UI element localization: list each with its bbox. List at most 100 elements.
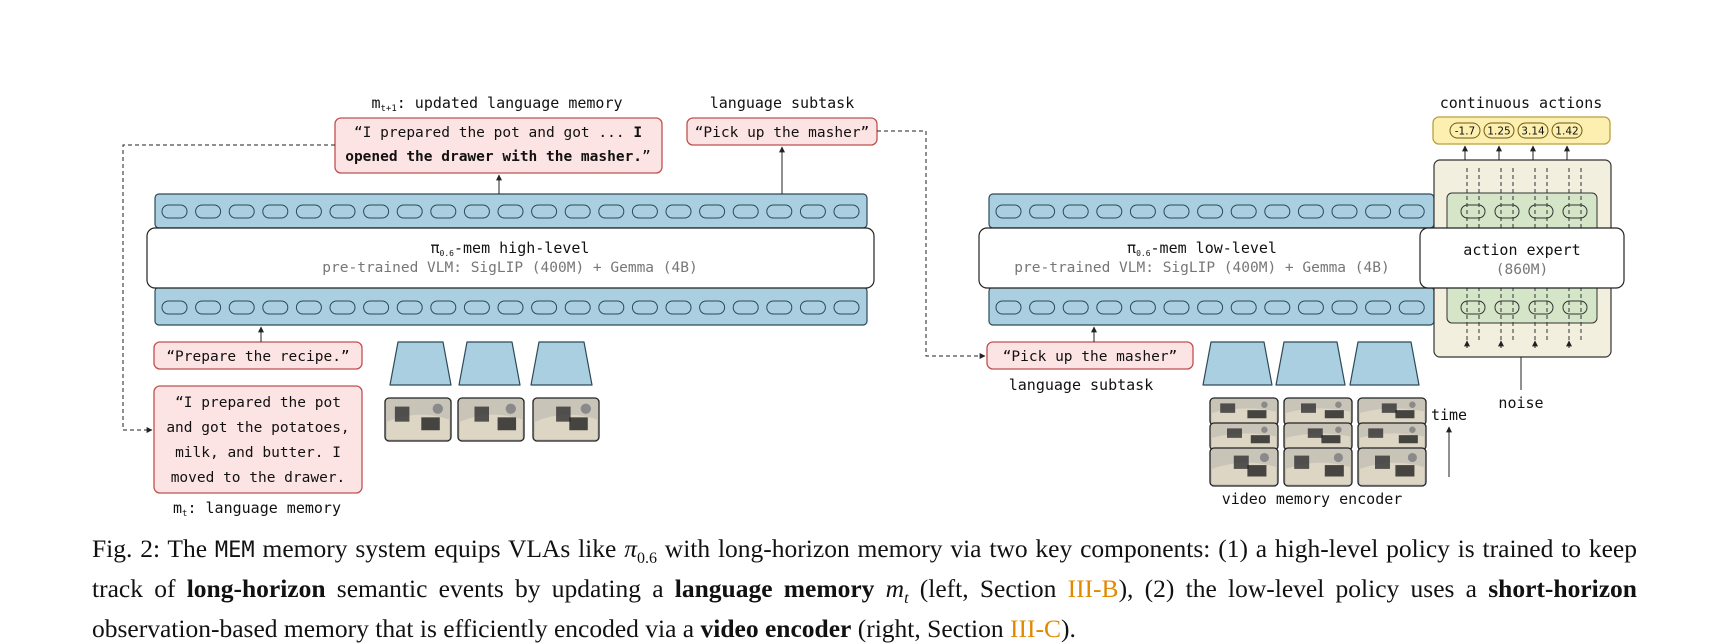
memory-line-3: milk, and butter. I [175, 445, 341, 461]
updated-memory-line1: “I prepared the pot and got ... I [354, 125, 642, 141]
camera-frame [1357, 422, 1427, 451]
high-level-output-token [598, 204, 625, 219]
section-ref-iii-b[interactable]: III-B [1067, 574, 1119, 604]
action-expert-box [1419, 227, 1625, 289]
low-level-output-token [1398, 204, 1425, 219]
high-level-output-token [262, 204, 289, 219]
low-level-output-token [1062, 204, 1089, 219]
low-level-input-tokens [995, 300, 1425, 315]
low-level-input-token [1230, 300, 1257, 315]
action-value: -1.7 [1455, 126, 1476, 138]
high-level-subtask-label: language subtask [710, 94, 855, 112]
camera-frame [1209, 397, 1279, 426]
low-level-input-token [1197, 300, 1224, 315]
low-level-output-token [1331, 204, 1358, 219]
high-level-model-name: π0.6-mem high-level [431, 239, 590, 258]
high-level-input-token [329, 300, 356, 315]
high-level-output-token [430, 204, 457, 219]
low-level-output-token [1264, 204, 1291, 219]
noise-label: noise [1498, 394, 1543, 412]
high-level-output-token [799, 204, 826, 219]
high-level-input-token [295, 300, 322, 315]
low-level-output-token [1029, 204, 1056, 219]
high-level-output-token [564, 204, 591, 219]
camera-frame [1283, 397, 1353, 426]
video-frame-stacks [1209, 397, 1427, 487]
camera-frame [384, 397, 452, 442]
camera-frame [1209, 447, 1279, 487]
high-level-input-token [799, 300, 826, 315]
low-level-output-token [1163, 204, 1190, 219]
low-level-output-token [1197, 204, 1224, 219]
low-level-input-token [1062, 300, 1089, 315]
updated-memory-line2: opened the drawer with the masher.” [345, 149, 651, 165]
low-level-input-token [1297, 300, 1324, 315]
camera-frame [532, 397, 600, 442]
high-level-input-token [699, 300, 726, 315]
image-encoder-2 [458, 341, 521, 386]
high-level-output-token [195, 204, 222, 219]
low-level-input-token [1365, 300, 1392, 315]
continuous-actions-label: continuous actions [1440, 94, 1603, 112]
camera-frame [1283, 422, 1353, 451]
high-level-output-token [295, 204, 322, 219]
language-memory-box [153, 385, 363, 494]
low-level-input-token [1331, 300, 1358, 315]
high-level-input-token [195, 300, 222, 315]
action-chip [1517, 122, 1549, 139]
low-level-output-token [995, 204, 1022, 219]
action-expert-size: (860M) [1496, 262, 1548, 278]
action-expert-token [1494, 204, 1520, 219]
high-level-input-token [564, 300, 591, 315]
prompt-box [153, 341, 363, 370]
high-level-output-token [363, 204, 390, 219]
high-level-input-token [430, 300, 457, 315]
low-level-input-token [1129, 300, 1156, 315]
high-level-output-token [329, 204, 356, 219]
high-level-input-token [665, 300, 692, 315]
high-level-input-token [161, 300, 188, 315]
high-level-input-token [833, 300, 860, 315]
section-ref-iii-c[interactable]: III-C [1010, 614, 1061, 644]
high-level-output-token [161, 204, 188, 219]
low-level-output-token [1230, 204, 1257, 219]
high-level-input-token [262, 300, 289, 315]
action-expert-token [1494, 300, 1520, 315]
high-level-output-token [766, 204, 793, 219]
low-level-input-token [1398, 300, 1425, 315]
action-expert-name: action expert [1463, 241, 1580, 259]
high-level-input-token [732, 300, 759, 315]
video-encoders [1202, 341, 1420, 386]
memory-line-1: “I prepared the pot [175, 395, 341, 411]
camera-frame [1357, 447, 1427, 487]
language-memory-label: mt: language memory [173, 499, 341, 519]
high-level-backbone: pre-trained VLM: SigLIP (400M) + Gemma (… [322, 260, 697, 276]
high-level-output-token [699, 204, 726, 219]
low-level-vlm-box [978, 227, 1442, 289]
low-level-input-token [1163, 300, 1190, 315]
mem-system-diagram: π0.6-mem high-level pre-trained VLM: Sig… [122, 94, 1625, 519]
high-level-input-token [766, 300, 793, 315]
camera-frame [1209, 422, 1279, 451]
high-level-output-tokens [161, 204, 860, 219]
high-level-output-token [531, 204, 558, 219]
action-value: 3.14 [1521, 126, 1545, 138]
low-level-output-token [1365, 204, 1392, 219]
action-chip [1483, 122, 1515, 139]
high-level-input-token [631, 300, 658, 315]
action-expert-token [1562, 204, 1588, 219]
high-level-output-token [396, 204, 423, 219]
time-label: time [1431, 406, 1467, 424]
image-encoder-1 [389, 341, 452, 386]
video-memory-encoder-label: video memory encoder [1222, 490, 1403, 508]
high-level-output-token [665, 204, 692, 219]
high-level-input-token [463, 300, 490, 315]
action-expert-token [1562, 300, 1588, 315]
low-level-subtask-label: language subtask [1009, 376, 1154, 394]
updated-memory-label: mt+1: updated language memory [371, 94, 622, 114]
low-level-input-token [1029, 300, 1056, 315]
high-level-input-token [531, 300, 558, 315]
low-level-input-token [1096, 300, 1123, 315]
low-level-subtask-box [986, 341, 1194, 370]
